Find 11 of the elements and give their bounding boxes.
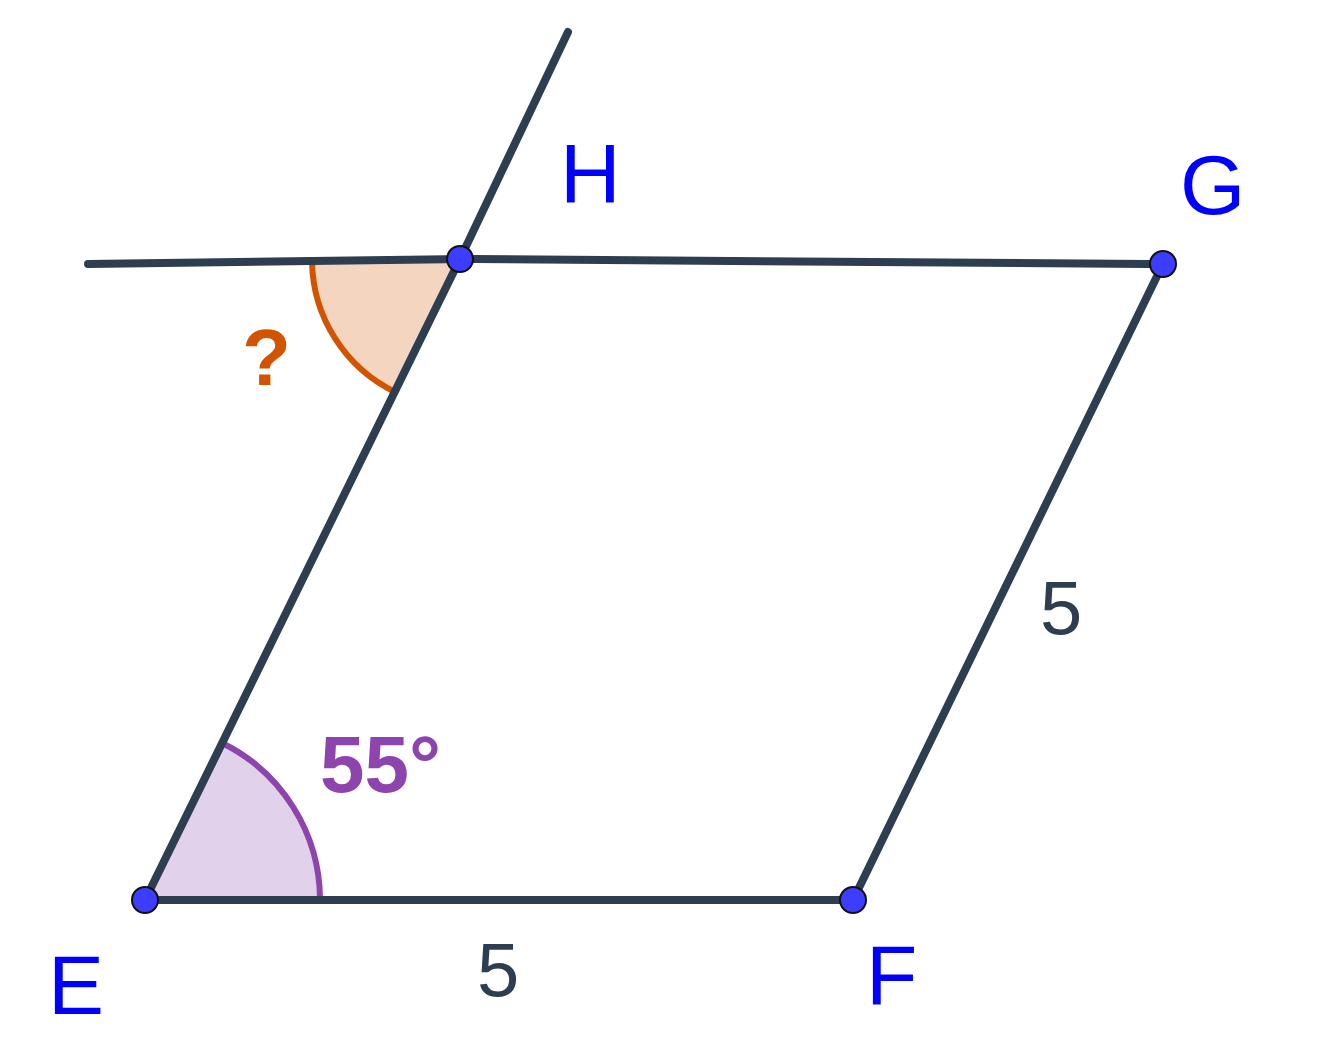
vertex-label: F xyxy=(866,933,918,1017)
vertex-label: G xyxy=(1180,143,1246,227)
length-label: 5 xyxy=(477,932,520,1008)
line-segment xyxy=(855,272,1161,892)
line-segment xyxy=(147,267,458,892)
line-segment xyxy=(462,28,572,251)
angle-label: 55° xyxy=(320,725,441,805)
vertex-label: E xyxy=(48,943,105,1027)
angle-label: ? xyxy=(242,318,291,398)
vertex-label: H xyxy=(560,132,621,216)
length-label: 5 xyxy=(1040,570,1083,646)
